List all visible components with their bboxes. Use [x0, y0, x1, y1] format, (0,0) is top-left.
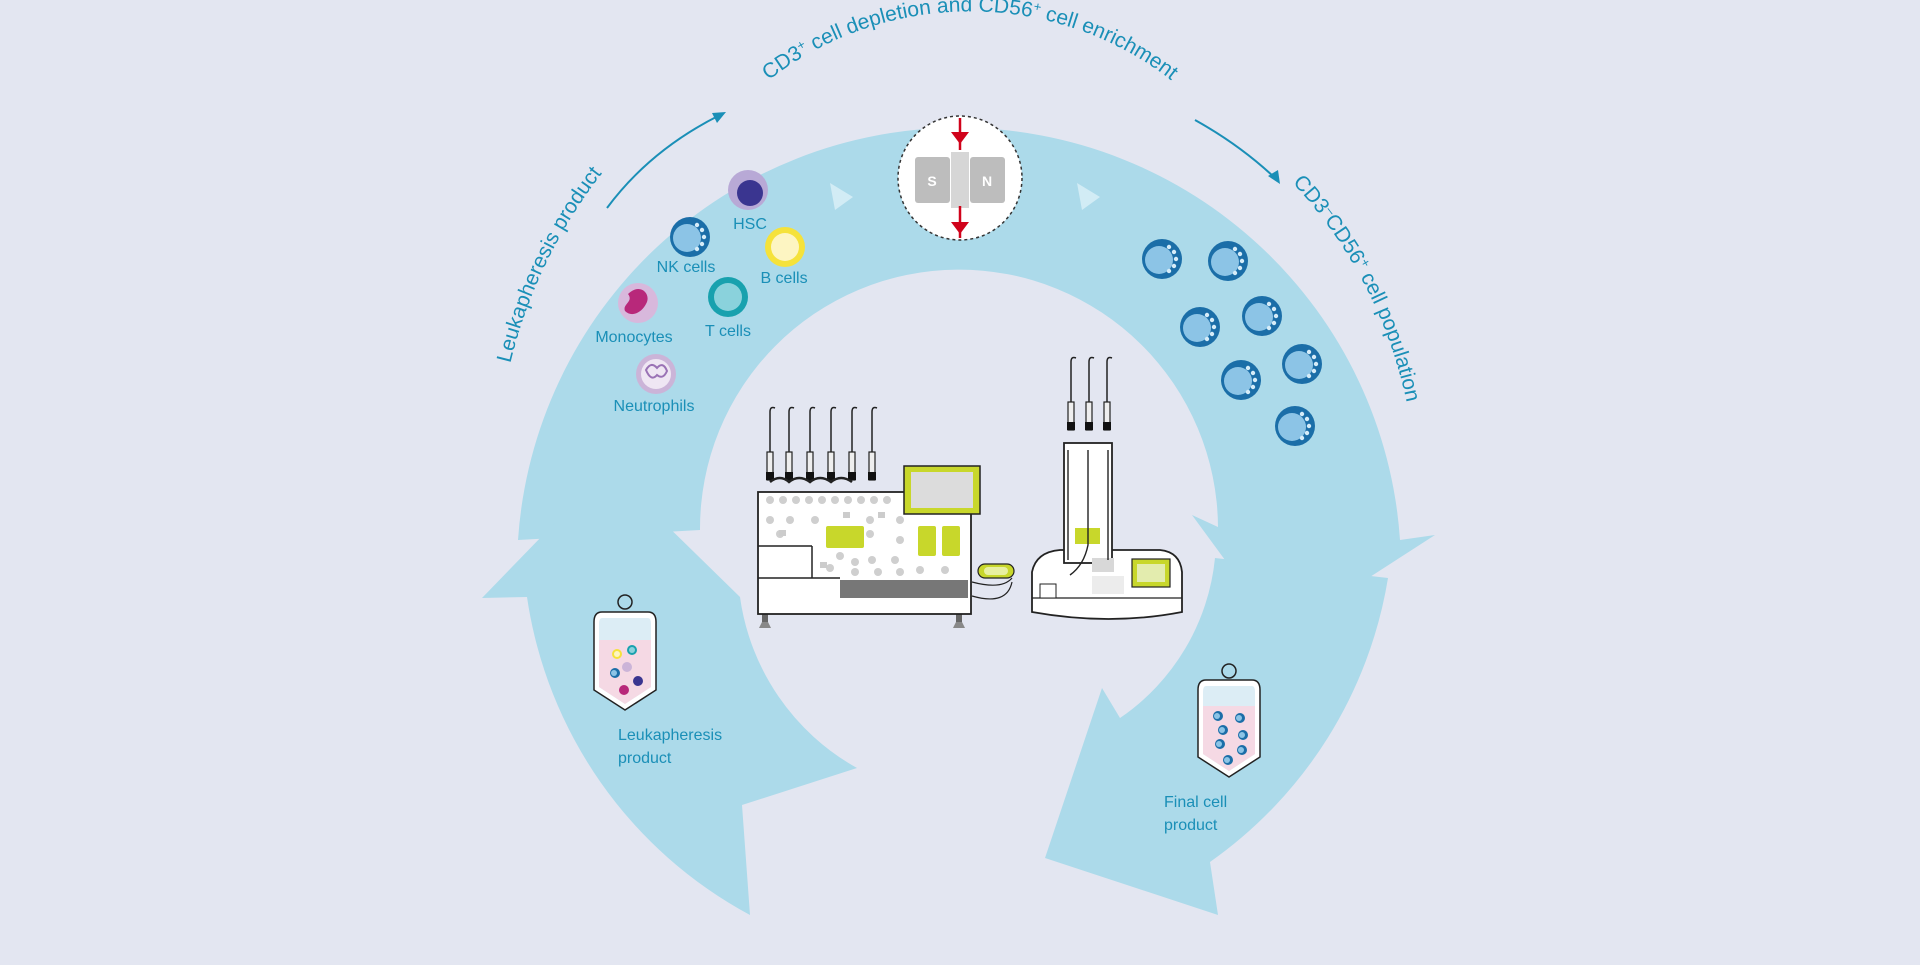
- monocytes-label: Monocytes: [595, 329, 672, 346]
- magnet-north-label: N: [982, 173, 992, 189]
- flow-triangle-left-icon: [830, 183, 853, 210]
- arrowhead-top-left-icon: [712, 112, 726, 123]
- leukapheresis-product-label-line1: Leukapheresis: [618, 727, 722, 744]
- monocyte-icon: [618, 283, 658, 323]
- arrowhead-top-right-icon: [1268, 170, 1280, 184]
- b-cells-label: B cells: [760, 270, 807, 287]
- cycle-arrow-top: [518, 127, 1435, 636]
- nk-cell-icon: [1275, 406, 1315, 446]
- hsc-label: HSC: [733, 216, 767, 233]
- final-cell-product-label-line2: product: [1164, 817, 1218, 834]
- magnet-icon: S N: [897, 115, 1023, 241]
- leukapheresis-product-label-line2: product: [618, 750, 672, 767]
- blood-bag-icon: [593, 594, 657, 711]
- nk-cell-icon: [1142, 239, 1182, 279]
- hsc-cell-icon: [728, 170, 768, 210]
- nk-cell-icon: [1221, 360, 1261, 400]
- arrow-top-right: [1194, 119, 1276, 179]
- cell-separator-icon: [757, 406, 1015, 628]
- nk-cell-icon: [670, 217, 710, 257]
- nk-cell-icon: [1208, 241, 1248, 281]
- magnet-south-label: S: [927, 173, 936, 189]
- nk-cell-icon: [1282, 344, 1322, 384]
- nk-cell-icon: [1180, 307, 1220, 347]
- top-arc-text: CD3+ cell depletion and CD56+ cell enric…: [758, 0, 1183, 84]
- cycle-arrow-left: [482, 468, 857, 915]
- tubing-station-icon: [1031, 356, 1183, 620]
- arrow-top-left: [606, 114, 721, 209]
- final-cell-product-label-line1: Final cell: [1164, 794, 1227, 811]
- neutrophil-icon: [636, 354, 676, 394]
- nk-cell-icon: [1242, 296, 1282, 336]
- b-cell-icon: [765, 227, 805, 267]
- flow-triangle-right-icon: [1077, 183, 1100, 210]
- neutrophils-label: Neutrophils: [614, 398, 695, 415]
- t-cells-label: T cells: [705, 323, 751, 340]
- nk-cells-label: NK cells: [657, 259, 716, 276]
- blood-bag-icon: [1197, 663, 1261, 778]
- t-cell-icon: [708, 277, 748, 317]
